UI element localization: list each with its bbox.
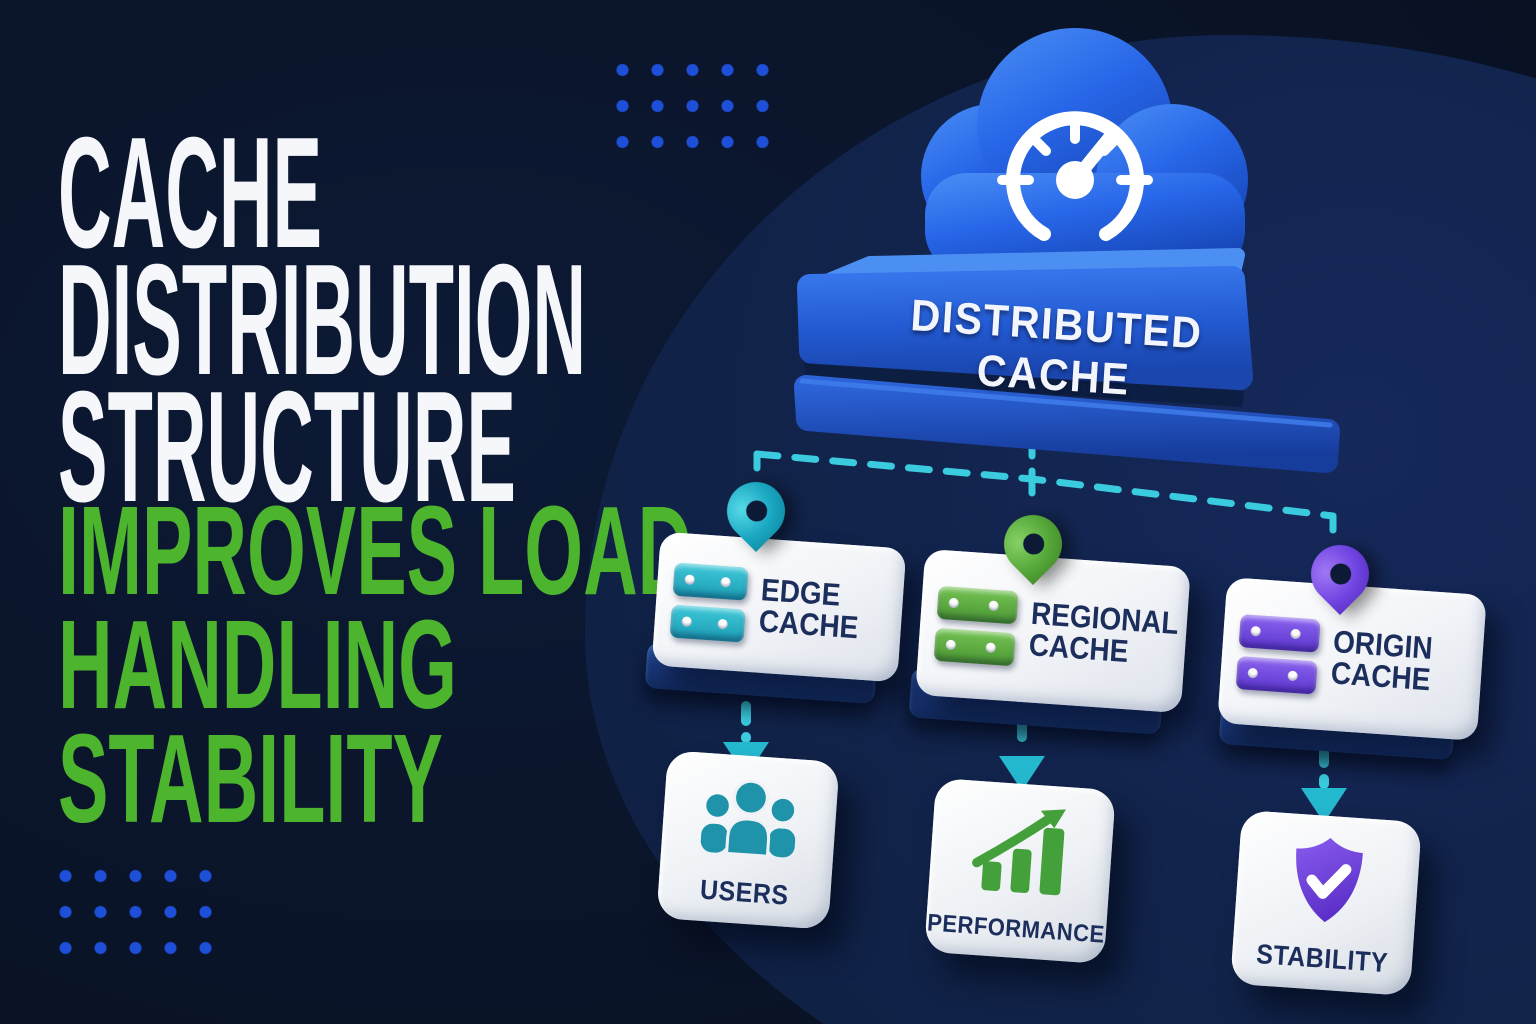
server-stack-icon: [669, 562, 749, 643]
headline-primary: CACHE DISTRIBUTION STRUCTURE: [58, 105, 1182, 535]
distributed-cache-slab: [794, 248, 1340, 473]
regional-cache-label: REGIONAL CACHE: [1027, 595, 1180, 669]
dot-grid-top: [605, 52, 780, 160]
headline-line: IMPROVES LOAD: [58, 480, 693, 621]
speedometer-icon: [997, 111, 1153, 241]
server-stack-icon: [1235, 613, 1321, 695]
users-card: USERS: [656, 750, 840, 930]
headline-line: CACHE: [58, 105, 323, 281]
users-group-icon: [700, 779, 796, 858]
headline-line: STABILITY: [58, 708, 443, 849]
headline-line: DISTRIBUTION: [58, 232, 587, 408]
edge-cache-card: EDGE CACHE: [651, 531, 907, 683]
regional-cache-card: REGIONAL CACHE: [915, 548, 1191, 714]
rising-bar-chart-icon: [972, 809, 1067, 896]
users-label: USERS: [699, 874, 790, 912]
server-stack-icon: [933, 585, 1019, 666]
cloud-icon: [921, 28, 1248, 273]
edge-cache-label: EDGE CACHE: [757, 572, 860, 646]
headline-accent: IMPROVES LOAD HANDLING STABILITY: [58, 480, 1115, 849]
headline-line: STRUCTURE: [58, 359, 516, 535]
origin-cache-label: ORIGIN CACHE: [1329, 624, 1434, 697]
dot-grid-bottom: [48, 858, 223, 966]
stability-card: STABILITY: [1230, 809, 1422, 997]
performance-card: PERFORMANCE: [924, 777, 1116, 965]
shield-check-icon: [1296, 837, 1363, 922]
headline-line: HANDLING: [58, 594, 457, 735]
